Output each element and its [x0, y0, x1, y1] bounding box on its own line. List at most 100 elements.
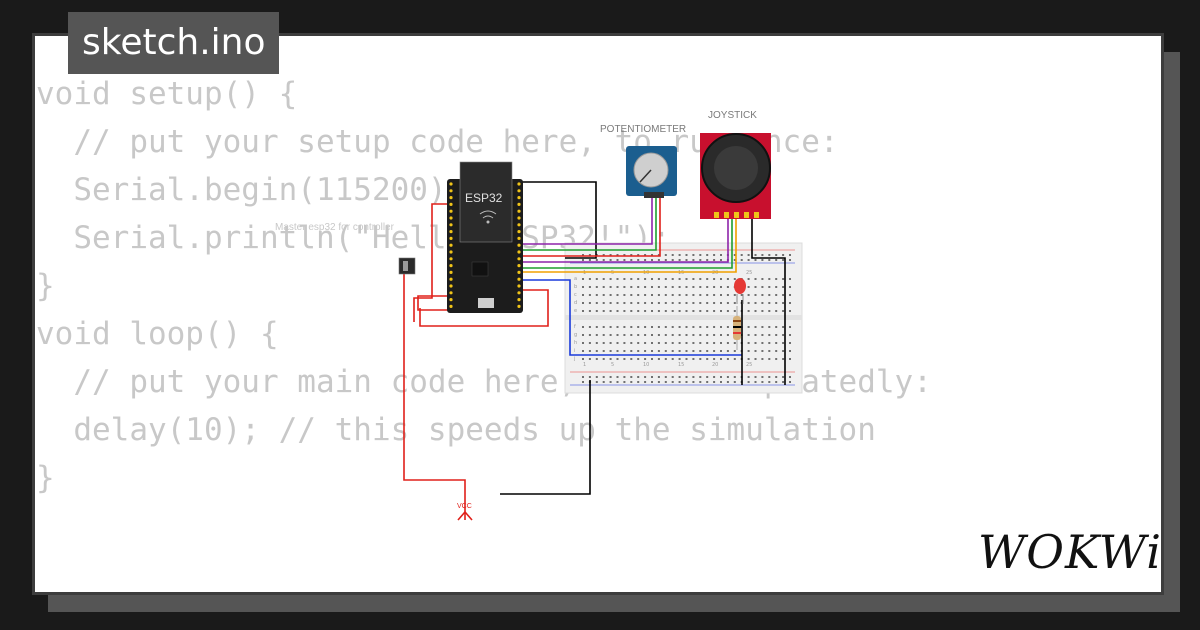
esp32-pin[interactable] — [449, 284, 453, 288]
led[interactable] — [734, 278, 746, 304]
breadboard-hole — [602, 350, 605, 352]
esp32-pin[interactable] — [517, 277, 521, 281]
esp32-pin[interactable] — [517, 216, 521, 220]
breadboard-hole — [789, 286, 791, 288]
esp32-pin[interactable] — [517, 298, 521, 302]
wire-red[interactable] — [403, 270, 466, 520]
esp32-pin[interactable] — [449, 298, 453, 302]
esp32-pin[interactable] — [517, 257, 521, 261]
breadboard-hole — [775, 334, 778, 336]
breadboard-hole — [651, 278, 653, 280]
esp32-pin[interactable] — [517, 230, 521, 234]
esp32-pin[interactable] — [517, 209, 521, 213]
esp32-pin[interactable] — [449, 209, 453, 213]
esp32-pin[interactable] — [449, 230, 453, 234]
wire-purple[interactable] — [518, 215, 729, 263]
esp32-pin[interactable] — [449, 277, 453, 281]
esp32-pin[interactable] — [449, 243, 453, 247]
wifi-icon — [479, 210, 497, 224]
breadboard-hole — [678, 294, 681, 296]
wire-black[interactable] — [500, 380, 591, 495]
wire-blue[interactable] — [518, 279, 742, 356]
wire-green[interactable] — [518, 196, 657, 251]
breadboard-hole — [588, 254, 591, 256]
breadboard-hole — [582, 358, 584, 360]
breadboard-hole — [582, 342, 584, 344]
esp32-pin[interactable] — [517, 250, 521, 254]
wire-purple[interactable] — [518, 196, 653, 245]
joystick[interactable] — [700, 133, 771, 219]
esp32-pin[interactable] — [449, 236, 453, 240]
breadboard-hole — [733, 259, 736, 261]
breadboard-hole — [671, 376, 674, 378]
breadboard-hole — [602, 286, 605, 288]
vcc-symbol[interactable]: VCC — [457, 503, 473, 521]
breadboard-hole — [630, 286, 633, 288]
usb-port-icon — [478, 298, 494, 308]
esp32-pin[interactable] — [517, 291, 521, 295]
breadboard-hole — [671, 259, 674, 261]
esp32-pin[interactable] — [449, 304, 453, 308]
esp32-pin[interactable] — [517, 270, 521, 274]
esp32-pin[interactable] — [517, 284, 521, 288]
breadboard-hole — [637, 358, 640, 360]
esp32-pin[interactable] — [517, 264, 521, 268]
esp32-pin[interactable] — [517, 304, 521, 308]
esp32-pin[interactable] — [449, 189, 453, 193]
esp32-pin[interactable] — [449, 270, 453, 274]
wire-red[interactable] — [518, 196, 661, 257]
breadboard-hole — [644, 358, 647, 360]
breadboard-hole — [609, 381, 612, 383]
code-line: void loop() { — [36, 316, 279, 352]
breadboard-hole — [789, 302, 791, 304]
esp32-pin[interactable] — [449, 202, 453, 206]
resistor[interactable] — [733, 306, 741, 350]
breadboard-number: 25 — [746, 362, 752, 368]
esp32-pin[interactable] — [517, 243, 521, 247]
esp32-board[interactable]: ESP32 — [447, 161, 523, 313]
esp32-pin[interactable] — [449, 257, 453, 261]
breadboard-hole — [678, 358, 681, 360]
breadboard-hole — [609, 302, 612, 304]
esp32-pin[interactable] — [449, 250, 453, 254]
wire-black[interactable] — [751, 215, 786, 385]
esp32-pin[interactable] — [517, 223, 521, 227]
breadboard-hole — [685, 326, 688, 328]
breadboard-hole — [664, 254, 667, 256]
breadboard-hole — [699, 342, 702, 344]
esp32-pin[interactable] — [517, 196, 521, 200]
breadboard-number: 10 — [643, 270, 649, 276]
breadboard-hole — [671, 342, 674, 344]
breadboard-hole — [588, 376, 591, 378]
esp32-pin[interactable] — [517, 182, 521, 186]
esp32-pin[interactable] — [517, 189, 521, 193]
breadboard-hole — [789, 326, 791, 328]
esp32-pin[interactable] — [449, 216, 453, 220]
esp32-pin[interactable] — [517, 202, 521, 206]
breadboard-hole — [692, 294, 695, 296]
breadboard-hole — [699, 259, 702, 261]
breadboard-hole — [754, 294, 757, 296]
breadboard-hole — [768, 381, 771, 383]
breadboard-hole — [637, 286, 640, 288]
wire-red[interactable] — [417, 295, 448, 311]
esp32-pin[interactable] — [449, 264, 453, 268]
breadboard-hole — [664, 334, 667, 336]
esp32-pin[interactable] — [517, 236, 521, 240]
code-line: delay(10); // this speeds up the simulat… — [36, 412, 876, 448]
breadboard[interactable]: 1 5 10 15 20 25 1 5 10 15 20 25 a b c d … — [564, 242, 803, 394]
esp32-pin[interactable] — [449, 182, 453, 186]
wire-black[interactable] — [518, 181, 597, 259]
breadboard-hole — [761, 310, 764, 312]
potentiometer[interactable] — [626, 146, 677, 198]
wire-red[interactable] — [413, 203, 448, 322]
esp32-pin[interactable] — [449, 291, 453, 295]
breadboard-hole — [644, 310, 647, 312]
wire-orange[interactable] — [518, 215, 737, 273]
wire-green[interactable] — [518, 215, 733, 269]
breadboard-hole — [623, 310, 626, 312]
slide-switch[interactable] — [398, 257, 416, 275]
esp32-pin[interactable] — [449, 196, 453, 200]
esp32-pin[interactable] — [449, 223, 453, 227]
wire-red[interactable] — [419, 289, 549, 327]
